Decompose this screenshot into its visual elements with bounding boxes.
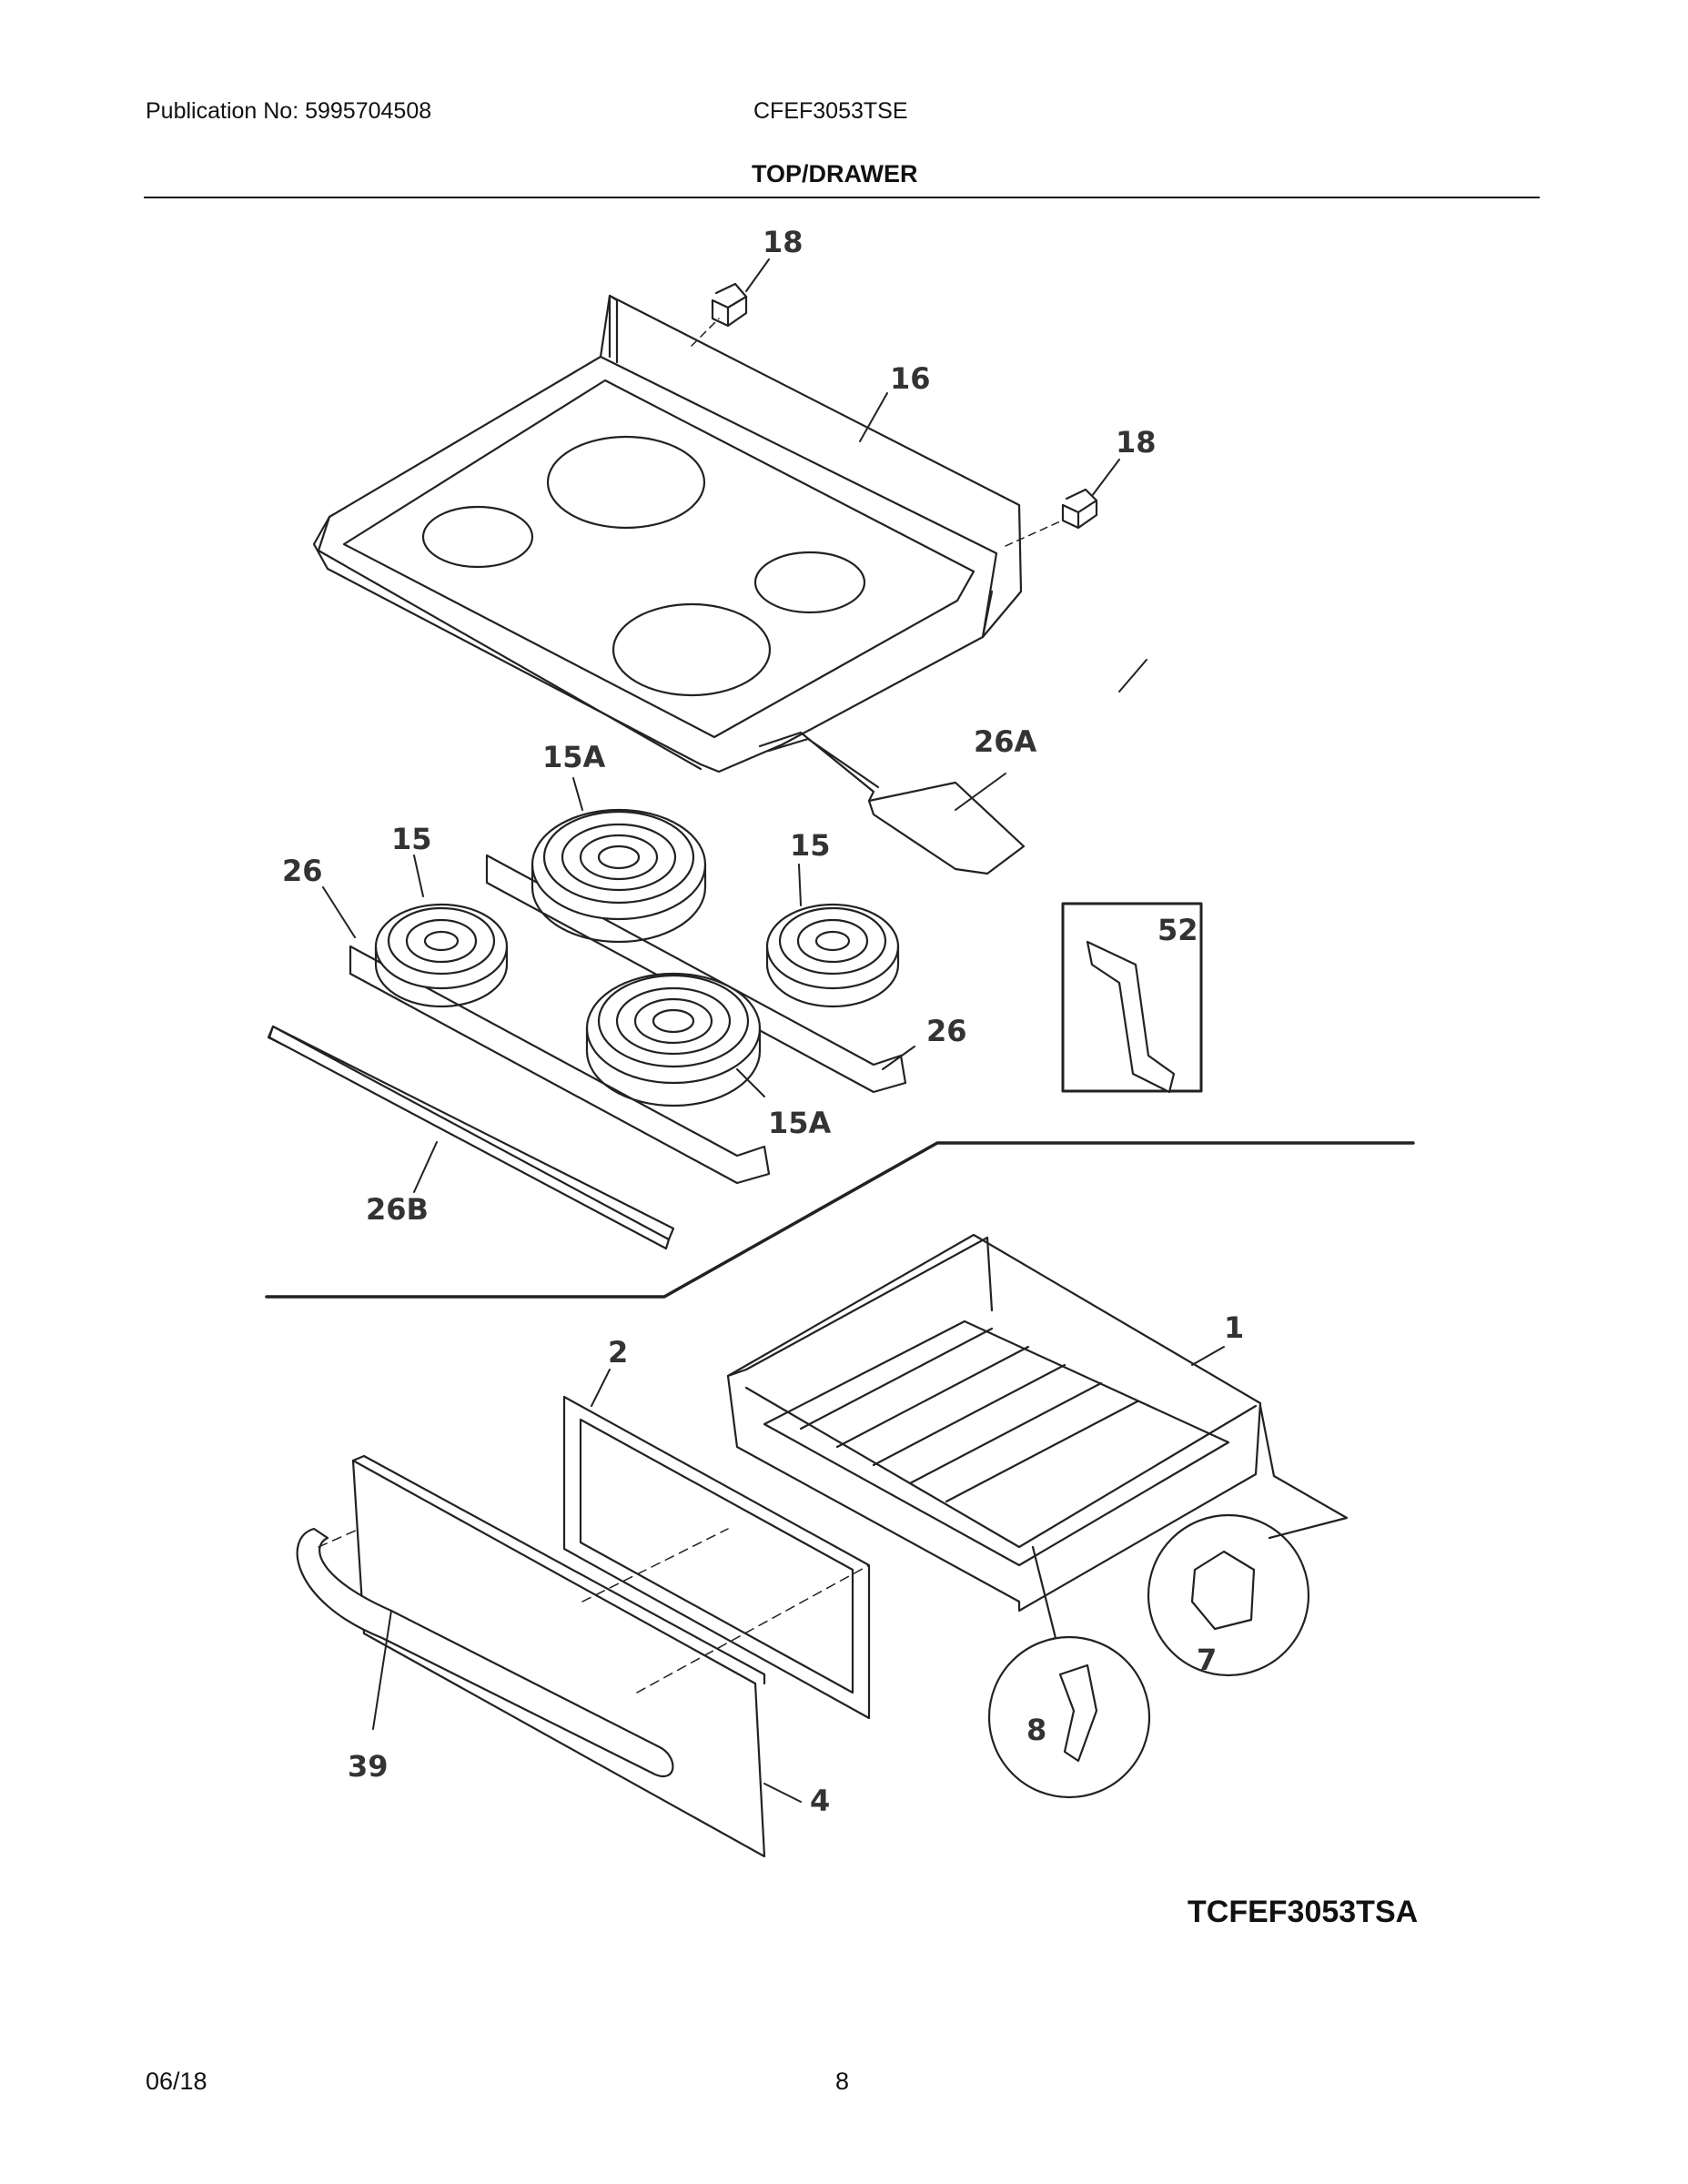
section-divider [265,1141,1415,1299]
callout-8: 8 [1026,1713,1046,1747]
model-number: CFEF3053TSE [753,98,908,124]
detail-circle-glide [1147,1404,1349,1677]
page-number: 8 [835,2068,850,2095]
callout-15A: 15A [542,740,606,774]
insulation-strip [268,1025,671,1250]
drawer-liner-panel [562,1395,871,1720]
callout-7: 7 [1197,1643,1217,1677]
callout-18: 18 [1116,425,1157,460]
callout-4: 4 [810,1784,830,1818]
callout-labels: 18 16 18 26A 15A 15 26 15 52 26 15A 26B … [282,225,1244,1818]
bracket-guide-lines [691,318,1061,547]
callout-26A: 26A [974,724,1037,759]
callout-15: 15 [391,822,432,856]
callout-16: 16 [890,361,931,396]
radiant-element-large-bottom [585,972,762,1107]
callout-15: 15 [790,828,831,863]
radiant-element-small-right [765,903,900,1008]
callout-39: 39 [348,1749,389,1784]
callout-52: 52 [1157,913,1198,947]
drawer-body [726,1233,1262,1613]
header-rule [144,197,1540,198]
callout-2: 2 [608,1335,628,1370]
callout-26: 26 [926,1014,967,1048]
callout-18: 18 [763,225,804,259]
drawer-guide-lines [318,1528,870,1694]
leader-lines [322,258,1225,1803]
radiant-element-small-left [374,903,509,1008]
diagram-code: TCFEF3053TSA [1188,1895,1419,1929]
footer-date: 06/18 [146,2068,207,2095]
radiant-element-large-top [531,808,707,944]
mounting-bracket-left [711,282,748,328]
publication-number: Publication No: 5995704508 [146,98,432,124]
inset-box-part-52 [1061,902,1203,1094]
mounting-bracket-right [1061,488,1098,530]
drawer-handle [296,1527,674,1778]
detail-circle-roller [987,1545,1151,1799]
callout-26B: 26B [366,1192,429,1227]
callout-1: 1 [1224,1310,1244,1345]
callout-15A: 15A [768,1106,832,1140]
section-title: TOP/DRAWER [752,160,918,187]
cooktop-glass-top [312,294,1023,774]
wire-harness [758,731,1026,875]
callout-26: 26 [282,854,323,888]
